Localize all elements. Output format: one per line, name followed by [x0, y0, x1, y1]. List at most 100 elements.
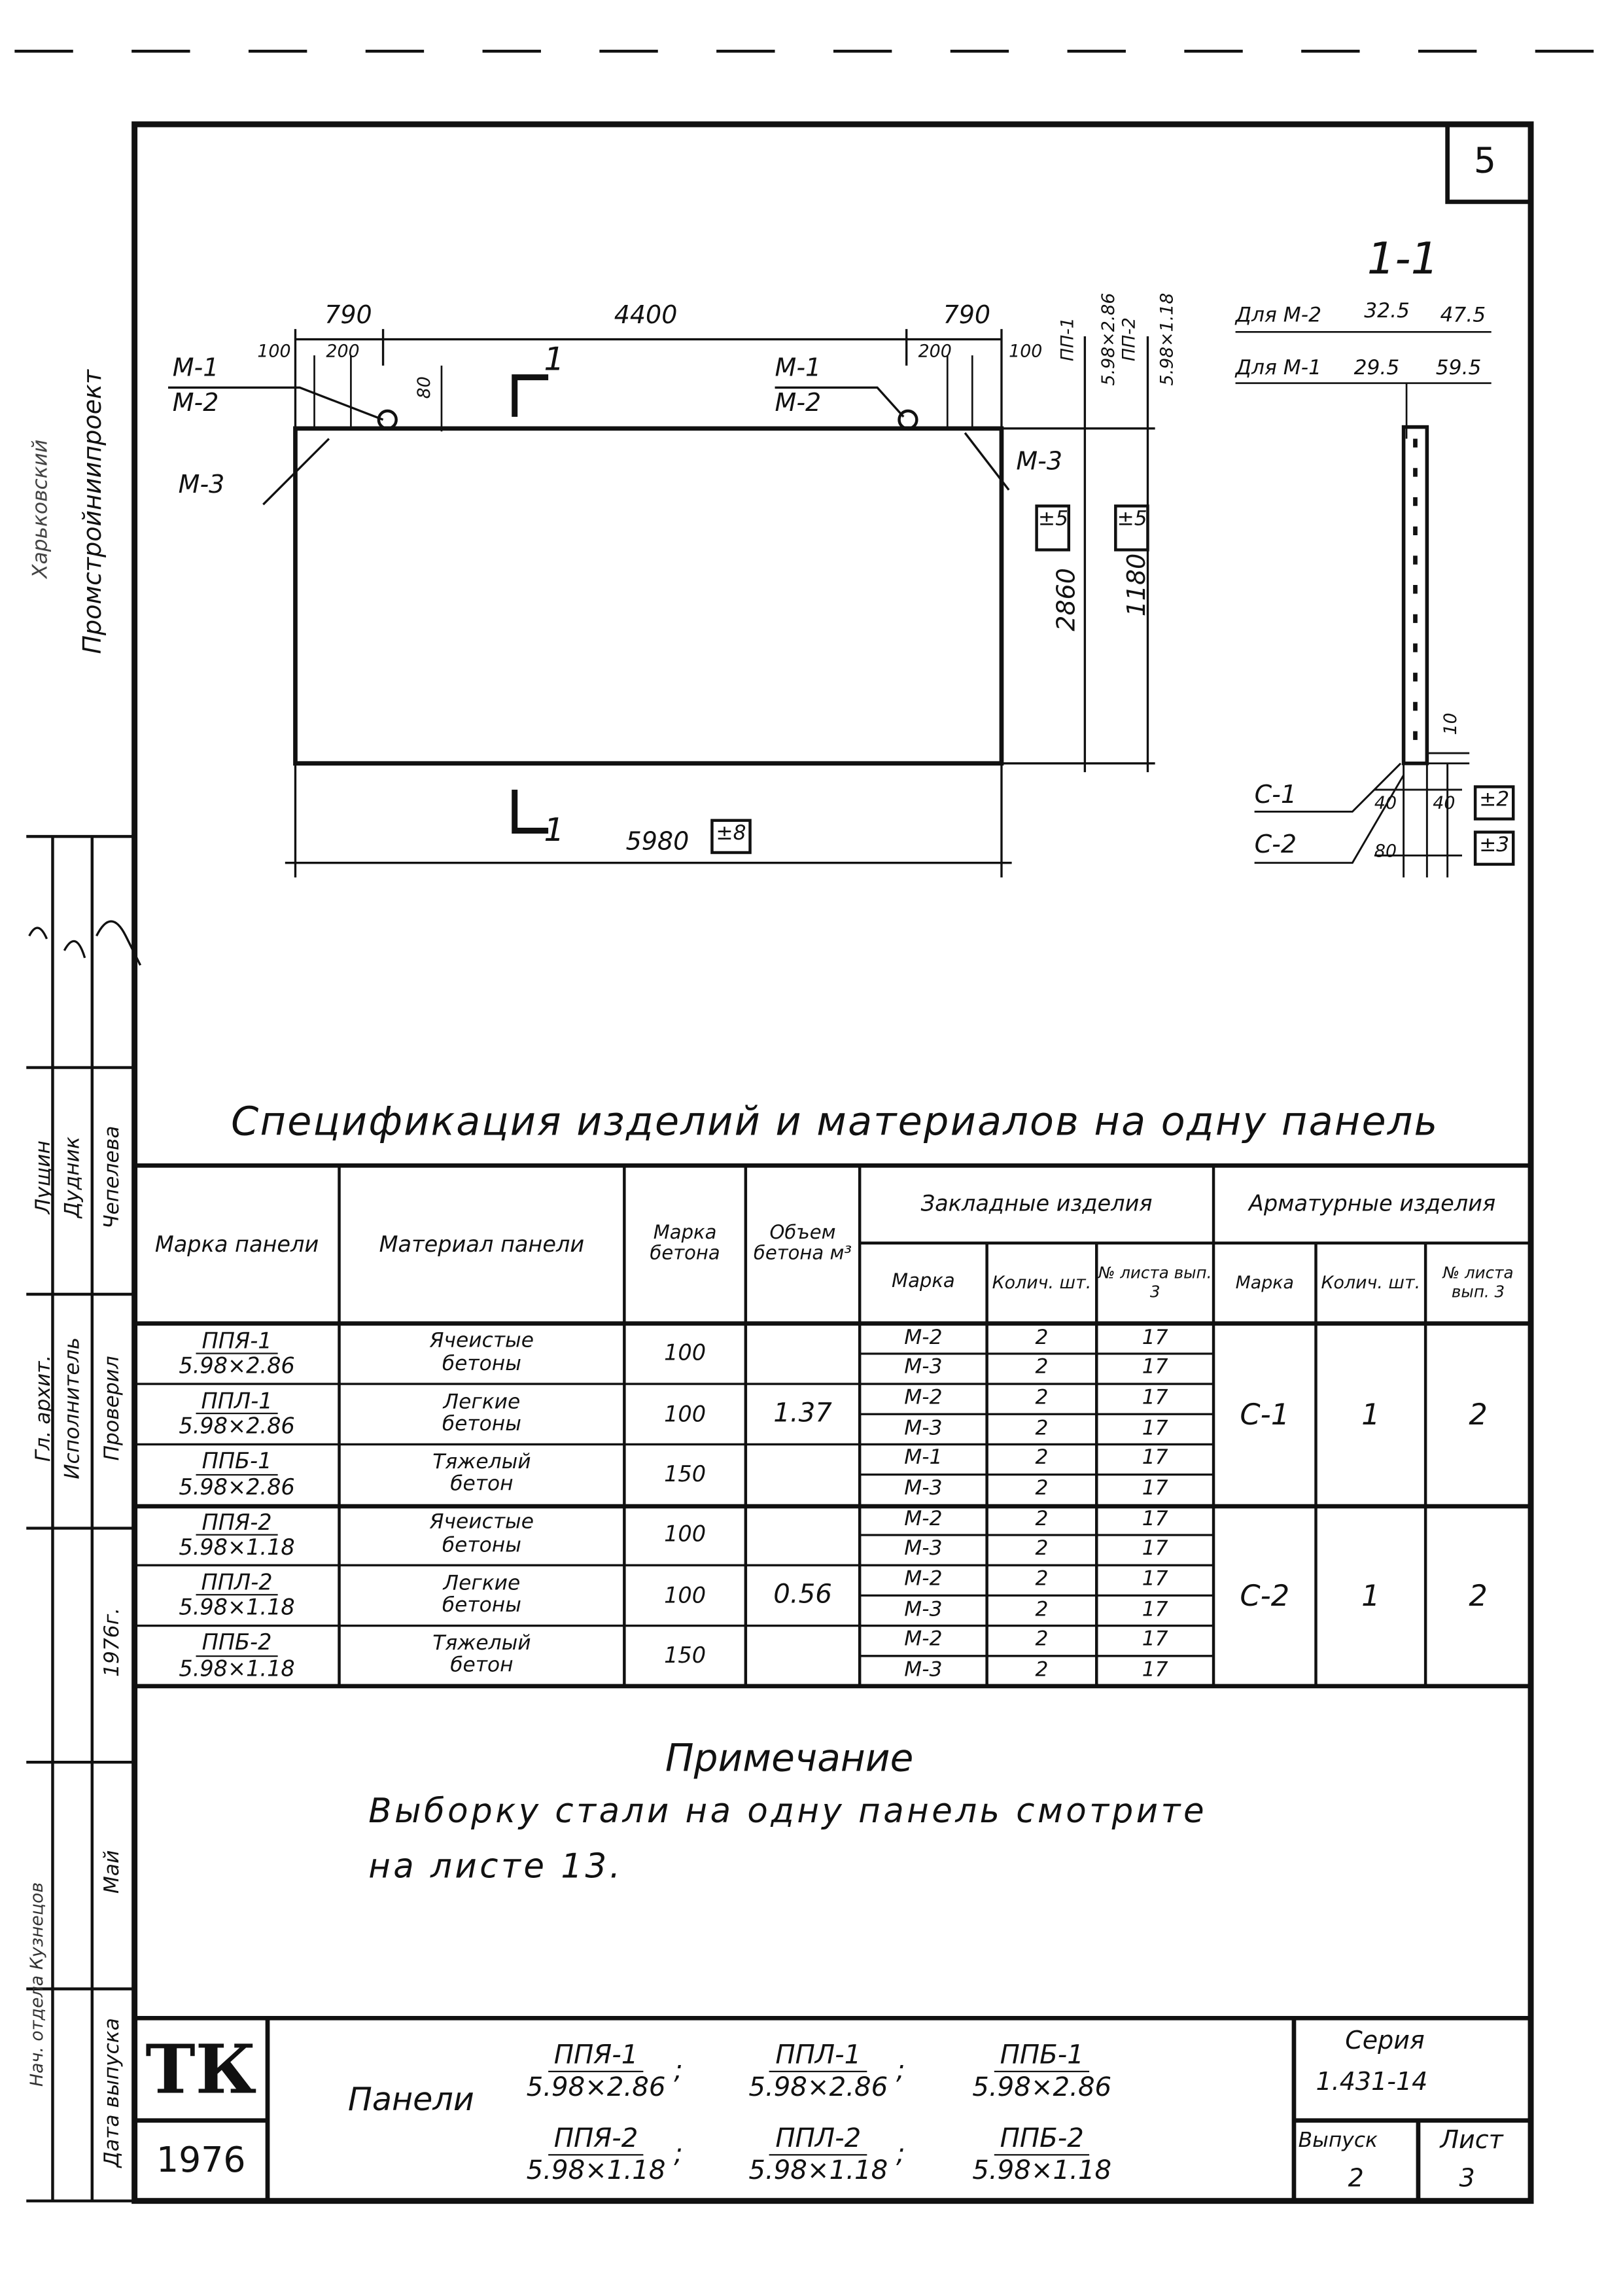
- reinforcement-qty: 1: [1361, 1396, 1380, 1432]
- title-panel-size: 5.98×2.86: [972, 2072, 1112, 2103]
- dim-200-right: 200: [918, 340, 952, 362]
- embedded-qty: 2: [1035, 1447, 1049, 1470]
- title-panel-size: 5.98×1.18: [526, 2155, 666, 2187]
- section-m1-label: Для М-1: [1235, 357, 1321, 381]
- spec-title: Спецификация изделий и материалов на одн…: [231, 1099, 1439, 1146]
- section-title: 1-1: [1367, 234, 1439, 285]
- concrete-grade: 150: [664, 1642, 707, 1669]
- title-year: 1976: [156, 2140, 246, 2181]
- embedded-sheet: 17: [1142, 1326, 1168, 1350]
- logo-tk: ТК: [145, 2029, 257, 2109]
- panel-name: ППЯ-1: [196, 1329, 278, 1354]
- panel-mark-pp1: ПП-1: [1056, 317, 1078, 362]
- issue-label: Выпуск: [1298, 2129, 1378, 2153]
- embedded-qty: 2: [1035, 1416, 1049, 1440]
- stamp-chief-arch-label: Гл. архит.: [32, 1354, 56, 1462]
- embedded-mark: М-2: [904, 1628, 943, 1651]
- series-value: 1.431-14: [1316, 2068, 1428, 2097]
- concrete-grade: 150: [664, 1460, 707, 1488]
- embedded-mark: М-2: [904, 1507, 943, 1531]
- title-panel-size: 5.98×2.86: [526, 2072, 666, 2103]
- section-mark-bottom: 1: [544, 813, 565, 850]
- concrete-grade: 100: [664, 1340, 707, 1367]
- concrete-grade: 100: [664, 1521, 707, 1548]
- title-panel-name: ППБ-2: [994, 2123, 1090, 2156]
- header-reinf-qty: Колич. шт.: [1321, 1272, 1421, 1293]
- concrete-grade: 100: [664, 1581, 707, 1608]
- embedded-sheet: 17: [1142, 1416, 1168, 1440]
- title-panel-size: 5.98×2.86: [748, 2072, 888, 2103]
- note-line-2: на листе 13.: [368, 1848, 623, 1887]
- embedded-sheet: 17: [1142, 1447, 1168, 1470]
- panel-size: 5.98×1.18: [179, 1534, 295, 1561]
- title-panel-name: ППБ-1: [994, 2040, 1090, 2072]
- label-m1-right: М-1: [775, 353, 822, 383]
- panel-size: 5.98×2.86: [179, 1352, 295, 1379]
- embedded-mark: М-3: [904, 1416, 943, 1440]
- sheet-label: Лист: [1440, 2126, 1503, 2156]
- panel-material: Тяжелый бетон: [432, 1632, 531, 1678]
- panel-size: 5.98×2.86: [179, 1474, 295, 1500]
- series-label: Серия: [1345, 2026, 1425, 2057]
- panel-material: Легкие бетоны: [442, 1390, 521, 1436]
- embedded-mark: М-1: [904, 1447, 943, 1470]
- header-emb-qty: Колич. шт.: [992, 1272, 1092, 1293]
- embedded-qty: 2: [1035, 1628, 1049, 1651]
- embedded-sheet: 17: [1142, 1658, 1168, 1682]
- header-emb-sheet: № листа вып. 3: [1098, 1263, 1212, 1301]
- dim-right: 790: [943, 301, 991, 331]
- issue-value: 2: [1348, 2164, 1364, 2194]
- height-tolerance-1: ±5: [1035, 504, 1071, 552]
- embedded-qty: 2: [1035, 1507, 1049, 1531]
- label-m3-left: М-3: [178, 470, 225, 501]
- embedded-mark: М-2: [904, 1326, 943, 1350]
- embedded-qty: 2: [1035, 1567, 1049, 1591]
- header-reinforcement: Арматурные изделия: [1248, 1190, 1496, 1218]
- panel-name: ППЯ-2: [196, 1510, 278, 1536]
- panel-size: 5.98×2.86: [179, 1413, 295, 1440]
- reinforcement-mark: С-1: [1240, 1396, 1290, 1432]
- section-m2-label: Для М-2: [1235, 304, 1321, 328]
- section-dim-40a: 40: [1374, 792, 1397, 813]
- label-m2-left: М-2: [172, 389, 219, 419]
- panel-name: ППБ-1: [196, 1450, 278, 1475]
- section-dim-80: 80: [1374, 841, 1397, 862]
- stamp-executor: Дудник: [61, 1137, 85, 1218]
- header-reinf-mark: Марка: [1235, 1272, 1294, 1293]
- embedded-qty: 2: [1035, 1386, 1049, 1410]
- stamp-year: 1976г.: [101, 1607, 124, 1677]
- note-line-1: Выборку стали на одну панель смотрите: [368, 1793, 1208, 1831]
- section-c2: С-2: [1254, 830, 1297, 860]
- panels-label: Панели: [347, 2082, 474, 2119]
- embedded-sheet: 17: [1142, 1567, 1168, 1591]
- length-tolerance: ±8: [710, 819, 752, 855]
- embedded-sheet: 17: [1142, 1598, 1168, 1621]
- embedded-mark: М-2: [904, 1567, 943, 1591]
- panel-material: Тяжелый бетон: [432, 1450, 531, 1497]
- embedded-mark: М-3: [904, 1477, 943, 1501]
- section-mark-top: 1: [544, 342, 565, 379]
- concrete-volume: 1.37: [773, 1398, 832, 1429]
- section-m1-a: 29.5: [1353, 357, 1400, 381]
- title-panel-size: 5.98×1.18: [748, 2155, 888, 2187]
- panel-material: Легкие бетоны: [442, 1571, 521, 1617]
- dim-80: 80: [413, 376, 434, 399]
- dim-100-right: 100: [1009, 340, 1043, 362]
- panel-size-pp2: 5.98×1.18: [1156, 292, 1178, 386]
- stamp-checked-label: Проверил: [101, 1356, 124, 1461]
- dim-left: 790: [324, 301, 372, 331]
- stamp-month: Май: [101, 1850, 124, 1894]
- sheet-number: 5: [1473, 140, 1497, 182]
- panel-name: ППЛ-2: [195, 1570, 279, 1597]
- note-title: Примечание: [665, 1737, 914, 1782]
- section-m2-a: 32.5: [1364, 300, 1410, 323]
- section-tol-3: ±3: [1473, 830, 1515, 866]
- reinforcement-sheet: 2: [1469, 1396, 1488, 1432]
- panel-mark-pp2: ПП-2: [1118, 317, 1140, 362]
